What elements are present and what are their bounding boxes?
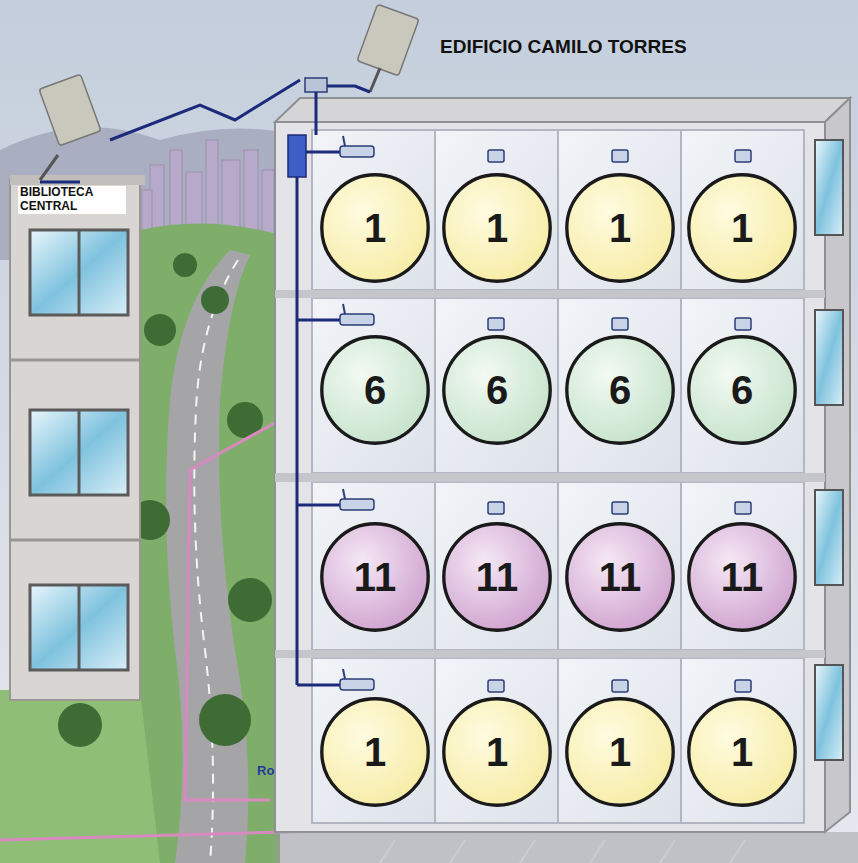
cut-text: Ro [255, 764, 276, 779]
channel-circle: 1 [686, 696, 798, 808]
building-title: EDIFICIO CAMILO TORRES [438, 36, 689, 58]
channel-circle: 6 [441, 334, 553, 446]
channel-circle: 11 [319, 521, 431, 633]
channel-number: 1 [364, 730, 386, 775]
channel-number: 1 [364, 206, 386, 251]
channel-number: 6 [486, 368, 508, 413]
channel-number: 11 [476, 555, 518, 600]
channel-circle: 1 [441, 696, 553, 808]
channel-number: 11 [354, 555, 396, 600]
channel-circle: 6 [319, 334, 431, 446]
channel-circle: 6 [686, 334, 798, 446]
channel-number: 6 [731, 368, 753, 413]
channel-number: 1 [486, 730, 508, 775]
channel-number: 6 [364, 368, 386, 413]
channel-circle: 1 [319, 696, 431, 808]
channel-circle: 11 [441, 521, 553, 633]
channel-circle: 11 [686, 521, 798, 633]
channel-circle: 11 [564, 521, 676, 633]
channel-number: 6 [609, 368, 631, 413]
channel-number: 1 [731, 206, 753, 251]
channel-number: 1 [486, 206, 508, 251]
channel-circle: 1 [686, 172, 798, 284]
channel-circle: 1 [564, 172, 676, 284]
channel-circle: 1 [441, 172, 553, 284]
channel-circle: 1 [319, 172, 431, 284]
channel-circle: 1 [564, 696, 676, 808]
channel-number: 11 [599, 555, 641, 600]
channel-number: 11 [721, 555, 763, 600]
channel-number: 1 [609, 206, 631, 251]
channel-circle: 6 [564, 334, 676, 446]
channel-number: 1 [731, 730, 753, 775]
channel-number: 1 [609, 730, 631, 775]
building-name: BIBLIOTECA CENTRAL [18, 186, 126, 214]
